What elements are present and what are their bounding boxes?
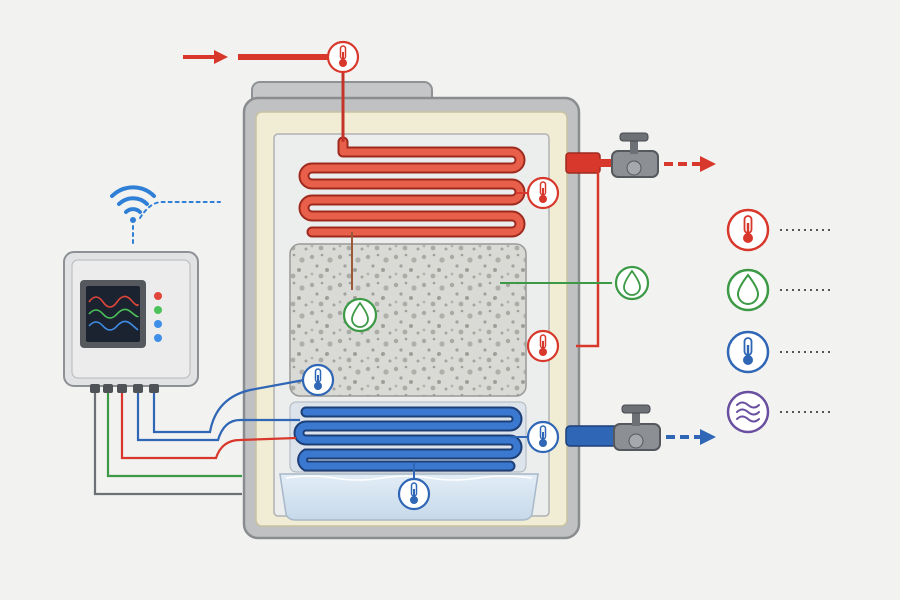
- hot-inlet: [183, 50, 345, 142]
- controller-screen: [86, 286, 140, 342]
- screen-trace-green: [88, 308, 139, 319]
- thermometer-icon: [743, 215, 753, 243]
- screen-trace-blue: [88, 320, 139, 331]
- sensor-water-tray-temp: [397, 477, 431, 511]
- legend-item-humidity: [726, 268, 830, 312]
- sensor-lower-media-temp: [301, 363, 335, 397]
- sensor-cold-coil-temp: [526, 420, 560, 454]
- thermometer-icon: [539, 181, 547, 203]
- thermometer-icon: [314, 368, 322, 390]
- sensor-leads: [351, 192, 612, 478]
- porous-storage-media: [289, 243, 527, 397]
- hot-outlet: [565, 132, 716, 348]
- controller-wiring: [93, 378, 305, 496]
- legend: [726, 208, 830, 434]
- droplet-icon: [351, 301, 369, 328]
- cold-valve-icon: [613, 404, 661, 451]
- cold-outlet: [565, 404, 716, 451]
- led-red: [154, 292, 162, 300]
- sensor-media-temp: [526, 329, 560, 363]
- sensor-side-humidity: [614, 265, 650, 301]
- controller-connectors: [90, 384, 159, 393]
- sensor-hot-coil-temp: [526, 176, 560, 210]
- cold-heat-exchanger-coil: [289, 401, 527, 473]
- cold-outlet-arrow-icon: [700, 429, 716, 445]
- thermometer-icon: [410, 482, 418, 504]
- thermometer-icon: [339, 45, 347, 67]
- sensor-inlet-temp: [326, 40, 360, 74]
- screen-trace-red: [88, 295, 139, 308]
- thermometer-icon: [539, 334, 547, 356]
- thermometer-icon: [743, 337, 753, 365]
- legend-item-temperature-cold: [726, 330, 830, 374]
- legend-item-temperature-hot: [726, 208, 830, 252]
- waves-icon: [736, 401, 760, 423]
- led-blue: [154, 320, 162, 328]
- droplet-icon: [623, 269, 641, 296]
- led-green: [154, 306, 162, 314]
- legend-item-waves: [726, 390, 830, 434]
- controller-unit[interactable]: [63, 251, 199, 393]
- inlet-arrow-icon: [214, 50, 228, 64]
- sensor-media-humidity: [342, 297, 378, 333]
- thermometer-icon: [539, 425, 547, 447]
- wifi-icon: [110, 185, 221, 247]
- hot-valve-icon: [611, 132, 659, 178]
- droplet-icon: [736, 273, 760, 305]
- outlet-arrow-icon: [700, 156, 716, 172]
- led-blue-2: [154, 334, 162, 342]
